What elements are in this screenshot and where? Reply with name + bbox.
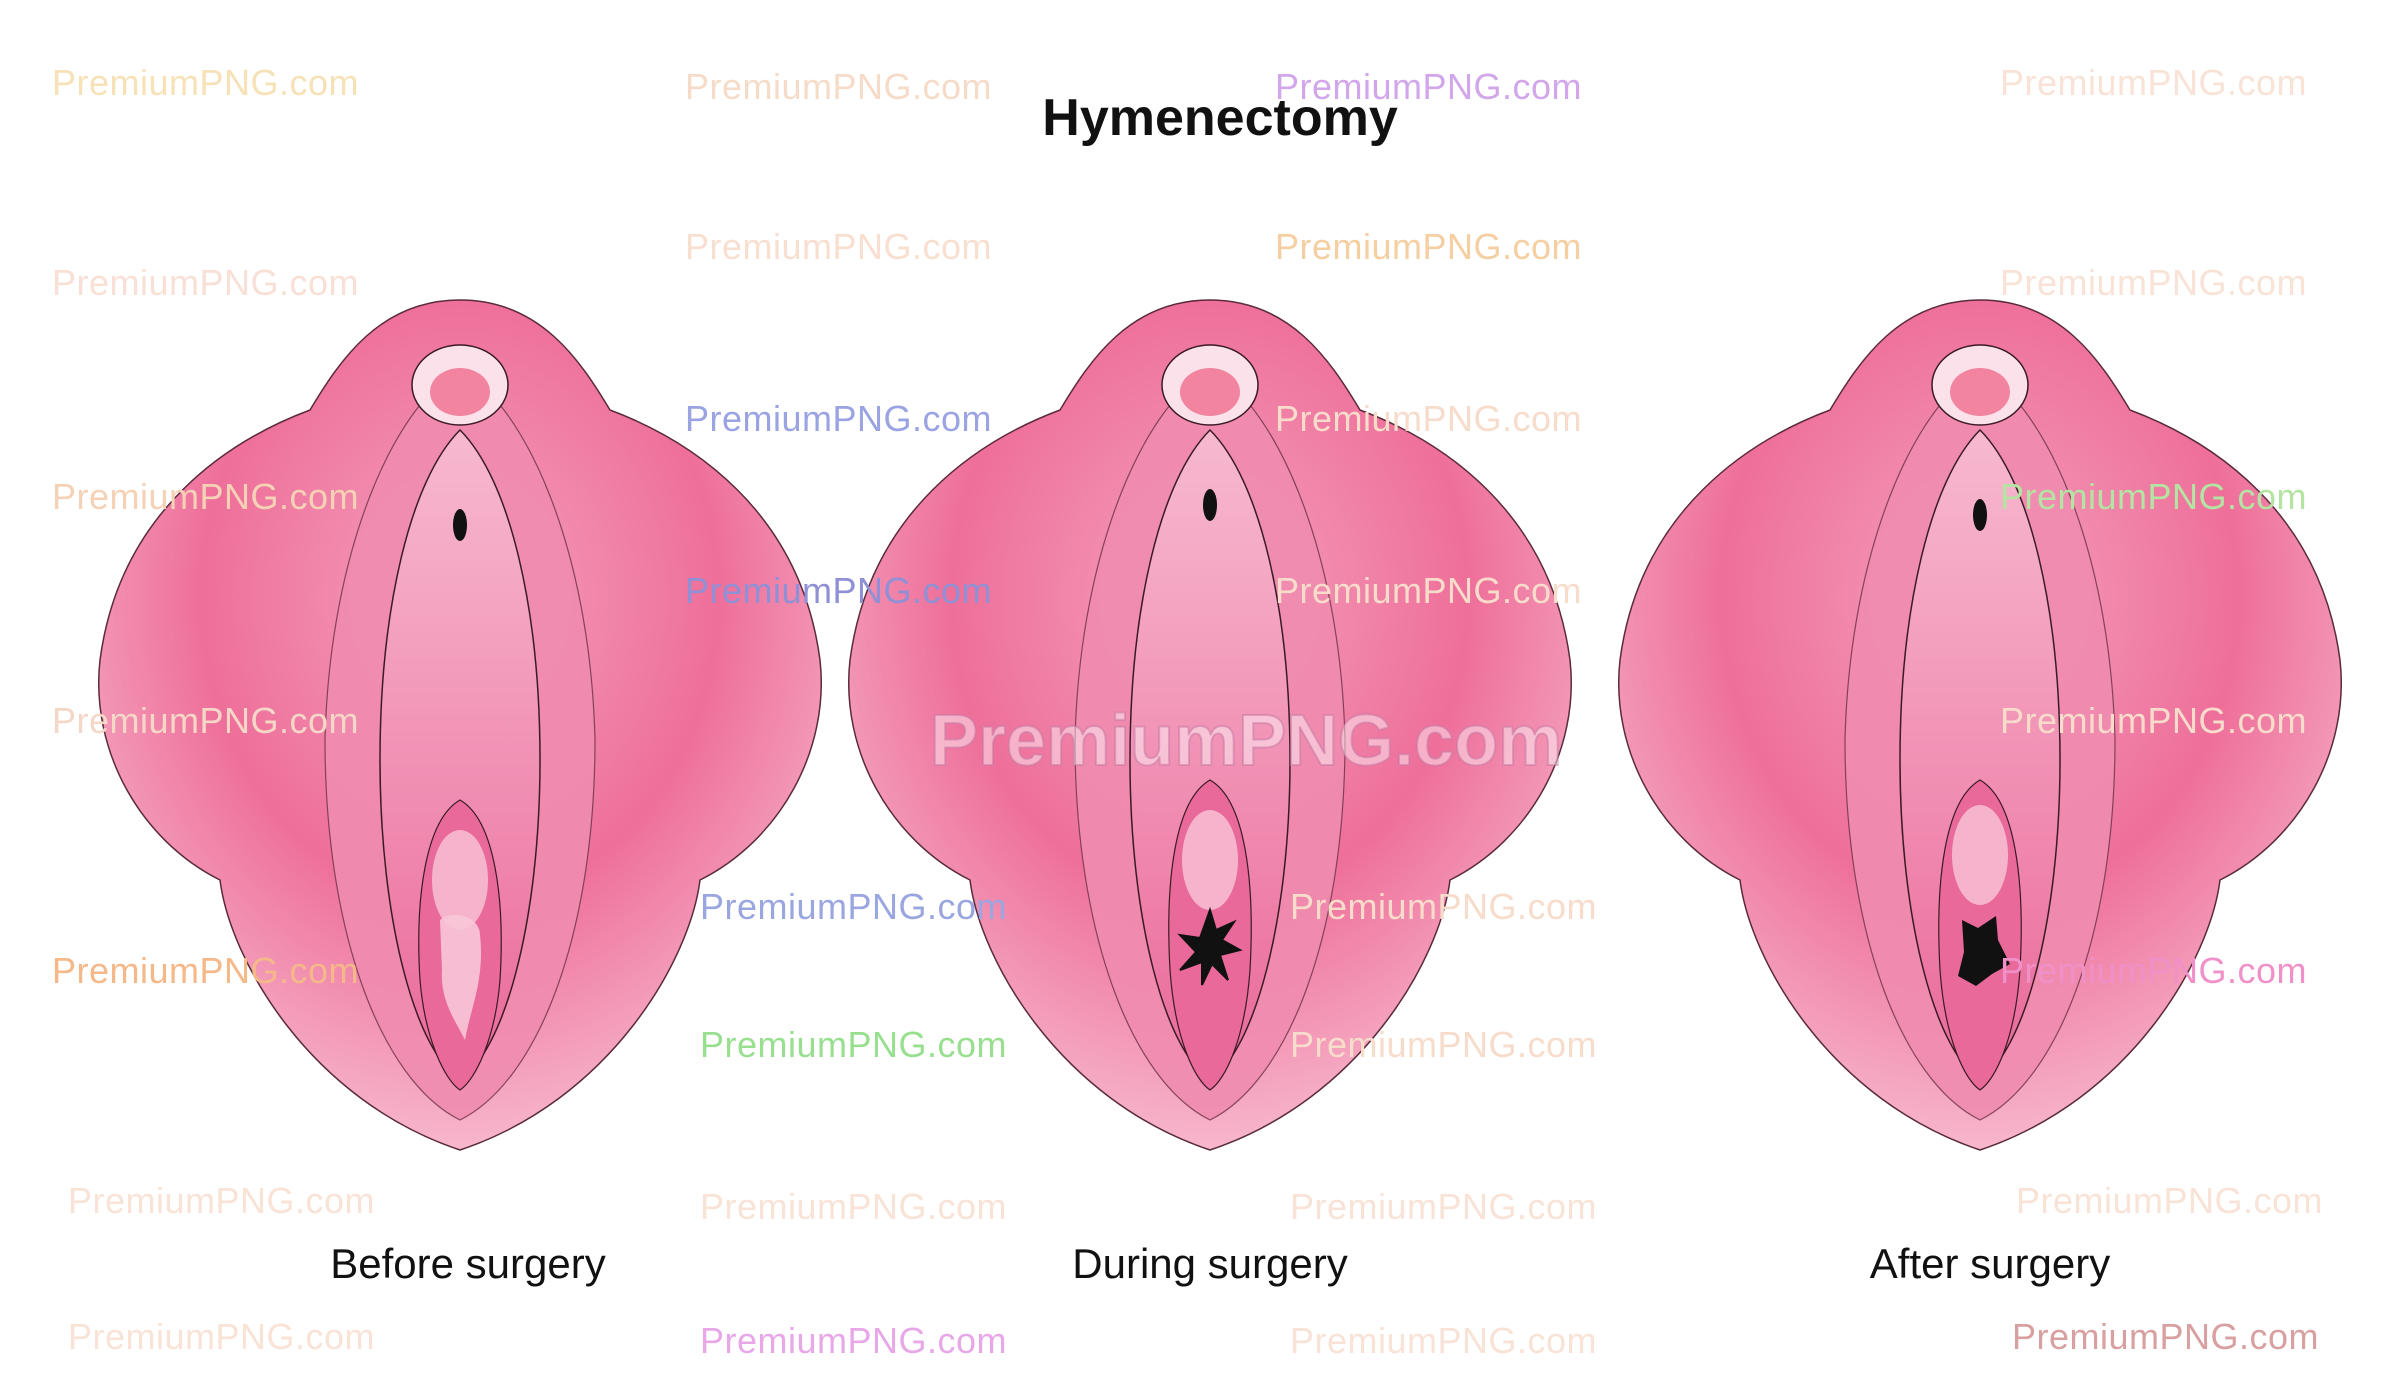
vulva-illustration-before (98, 299, 822, 1151)
watermark: PremiumPNG.com (2016, 1180, 2324, 1221)
panel-during-surgery (830, 280, 1590, 1180)
watermark: PremiumPNG.com (1275, 226, 1583, 267)
watermark: PremiumPNG.com (2012, 1316, 2320, 1357)
clitoris (1180, 368, 1240, 416)
panel-before-surgery (80, 280, 840, 1180)
opened-hymen (1958, 916, 2010, 986)
watermark: PremiumPNG.com (1290, 1186, 1598, 1227)
watermark: PremiumPNG.com (68, 1316, 376, 1357)
caption-after-surgery: After surgery (1869, 1240, 2111, 1287)
star-incision (1177, 906, 1243, 986)
diagram-title: Hymenectomy (1042, 89, 1398, 147)
watermark: PremiumPNG.com (68, 1180, 376, 1221)
clitoris (1950, 368, 2010, 416)
hymen (1952, 805, 2008, 905)
hymen (1182, 810, 1238, 910)
watermark: PremiumPNG.com (1290, 1320, 1598, 1361)
vulva-illustration-after (1618, 299, 2342, 1151)
watermark: PremiumPNG.com (700, 1186, 1008, 1227)
panel-after-surgery (1600, 280, 2360, 1180)
urethral-opening (453, 509, 467, 541)
caption-before-surgery: Before surgery (330, 1240, 606, 1287)
hymen (432, 830, 488, 930)
urethral-opening (1973, 499, 1987, 531)
clitoris (430, 368, 490, 416)
watermark: PremiumPNG.com (685, 226, 993, 267)
watermark: PremiumPNG.com (700, 1320, 1008, 1361)
hymen-membrane (440, 915, 482, 1040)
caption-during-surgery: During surgery (1072, 1240, 1348, 1287)
urethral-opening (1203, 489, 1217, 521)
vulva-illustration-during (848, 299, 1572, 1151)
